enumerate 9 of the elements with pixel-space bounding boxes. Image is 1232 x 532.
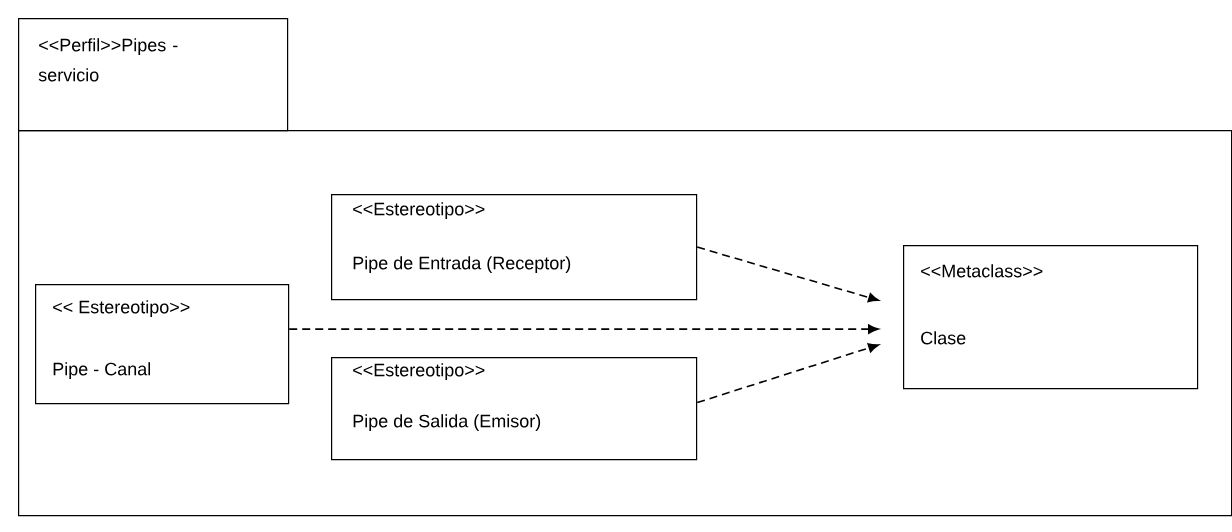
dashed-arrow [696,343,879,404]
class-box: <<Metaclass>> Clase [903,245,1199,390]
package-box [18,130,1232,517]
class-box: <<Estereotipo>> Pipe de Entrada (Receptor) [331,194,698,301]
class-box: << Estereotipo>> Pipe - Canal [35,284,290,405]
dashed-arrow [696,246,879,303]
class-box: <<Estereotipo>> Pipe de Salida (Emisor) [331,357,698,461]
package-tab: <<Perfil>>Pipes - servicio [18,18,289,132]
dashed-arrow [288,324,879,334]
